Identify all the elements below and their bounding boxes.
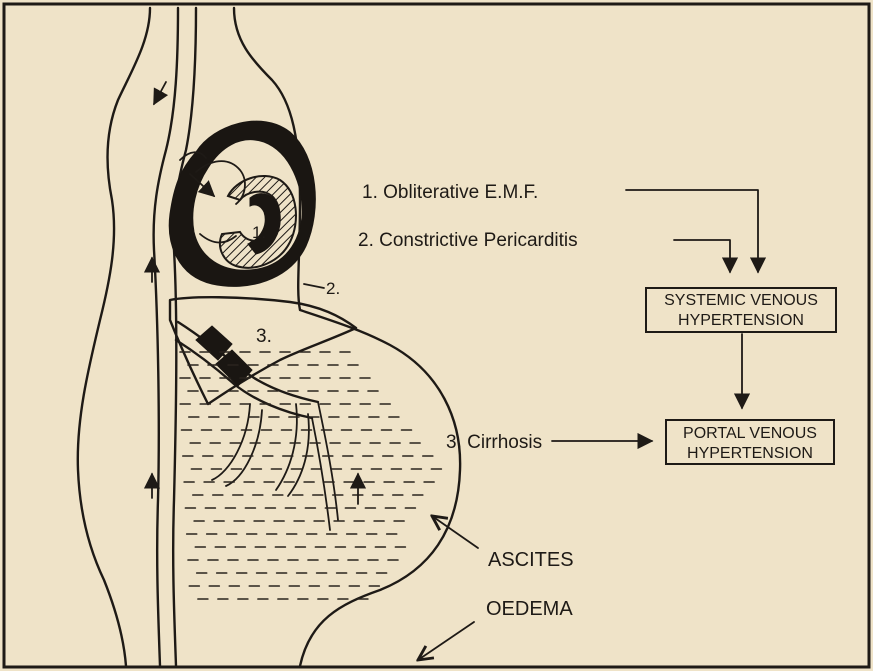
oedema-pointer	[418, 622, 474, 660]
heart-ventricle-hatched	[220, 176, 296, 268]
oedema-label: OEDEMA	[486, 598, 573, 620]
ascites-label: ASCITES	[488, 549, 574, 571]
flow-arrow-top	[154, 82, 166, 104]
cause-1-label: 1. Obliterative E.M.F.	[362, 182, 538, 203]
systemic-line2: HYPERTENSION	[678, 312, 804, 329]
portal-branch-right	[312, 402, 338, 530]
connector-cause1-systemic	[626, 190, 758, 272]
portal-line2: HYPERTENSION	[687, 445, 813, 462]
connector-cause2-systemic	[674, 240, 730, 272]
systemic-line1: SYSTEMIC VENOUS	[664, 292, 818, 309]
cause-2-label: 2. Constrictive Pericarditis	[358, 230, 578, 251]
body-outline-left	[78, 8, 150, 666]
portal-vein-main	[178, 322, 318, 402]
heart-marker-2: 2.	[326, 279, 340, 298]
liver-marker-3: 3.	[256, 326, 272, 347]
heart-marker-2-pointer	[304, 284, 324, 288]
liver-outline	[170, 297, 356, 404]
cause-3-label: 3. Cirrhosis	[446, 432, 542, 453]
heart-marker-1: 1.	[252, 223, 266, 242]
figure-frame	[4, 4, 869, 667]
portal-line1: PORTAL VENOUS	[683, 425, 817, 442]
